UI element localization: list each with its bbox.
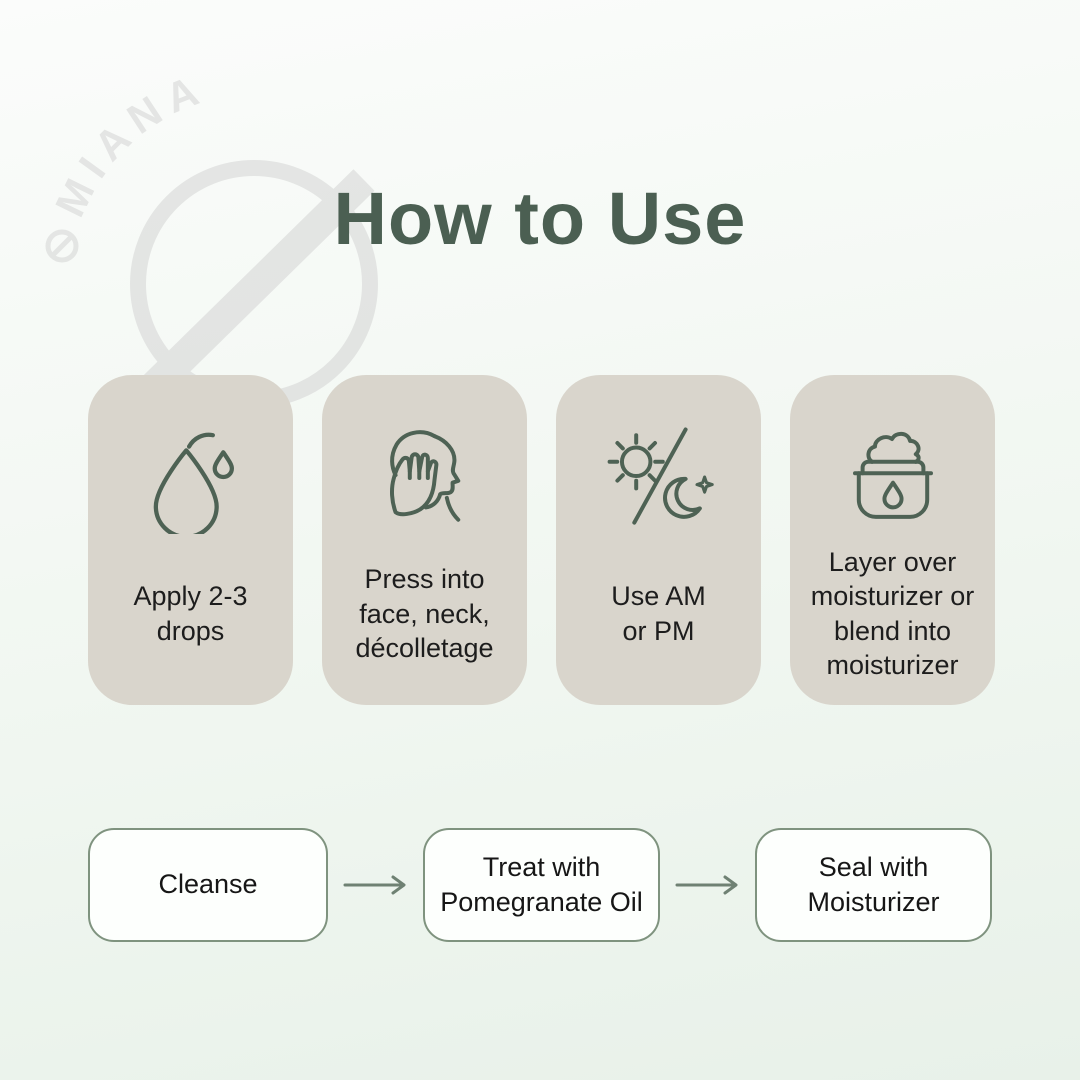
page-title: How to Use xyxy=(333,177,747,260)
moisturizer-jar-icon xyxy=(836,409,950,545)
usage-card-label-text: Apply 2-3 drops xyxy=(133,581,248,646)
usage-card-apply-drops: Apply 2-3 drops xyxy=(88,375,293,705)
usage-card-press-into-skin: Press into face, neck, décolletage xyxy=(322,375,527,705)
mini-circle-slash-icon xyxy=(45,229,79,263)
usage-steps-row: Apply 2-3 drops Press into face, neck, d… xyxy=(88,375,995,705)
usage-card-label-text: Layer over moisturizer or blend into moi… xyxy=(810,546,975,681)
routine-flow: Cleanse Treat with Pomegranate Oil Seal … xyxy=(88,828,992,942)
flow-step-cleanse: Cleanse xyxy=(88,828,328,942)
usage-card-label: Use AM or PM xyxy=(590,545,728,705)
arrow-right-icon xyxy=(675,875,737,895)
usage-card-label: Layer over moisturizer or blend into moi… xyxy=(790,545,995,705)
usage-card-label: Apply 2-3 drops xyxy=(113,545,269,705)
flow-step-label: Cleanse xyxy=(158,869,258,900)
flow-step-label: Treat with Pomegranate Oil xyxy=(440,851,643,917)
usage-card-label-text: Press into face, neck, décolletage xyxy=(355,564,494,664)
flow-step-seal: Seal with Moisturizer xyxy=(755,828,992,942)
usage-card-label: Press into face, neck, décolletage xyxy=(322,545,527,705)
oil-drop-icon xyxy=(134,409,248,545)
hand-pressing-face-icon xyxy=(368,409,482,545)
usage-card-label-text: Use AM or PM xyxy=(611,581,706,646)
arrow-right-icon xyxy=(343,875,405,895)
usage-card-layer-moisturizer: Layer over moisturizer or blend into moi… xyxy=(790,375,995,705)
usage-card-am-pm: Use AM or PM xyxy=(556,375,761,705)
flow-step-treat: Treat with Pomegranate Oil xyxy=(423,828,660,942)
sun-moon-icon xyxy=(602,409,716,545)
flow-step-label: Seal with Moisturizer xyxy=(807,851,940,917)
